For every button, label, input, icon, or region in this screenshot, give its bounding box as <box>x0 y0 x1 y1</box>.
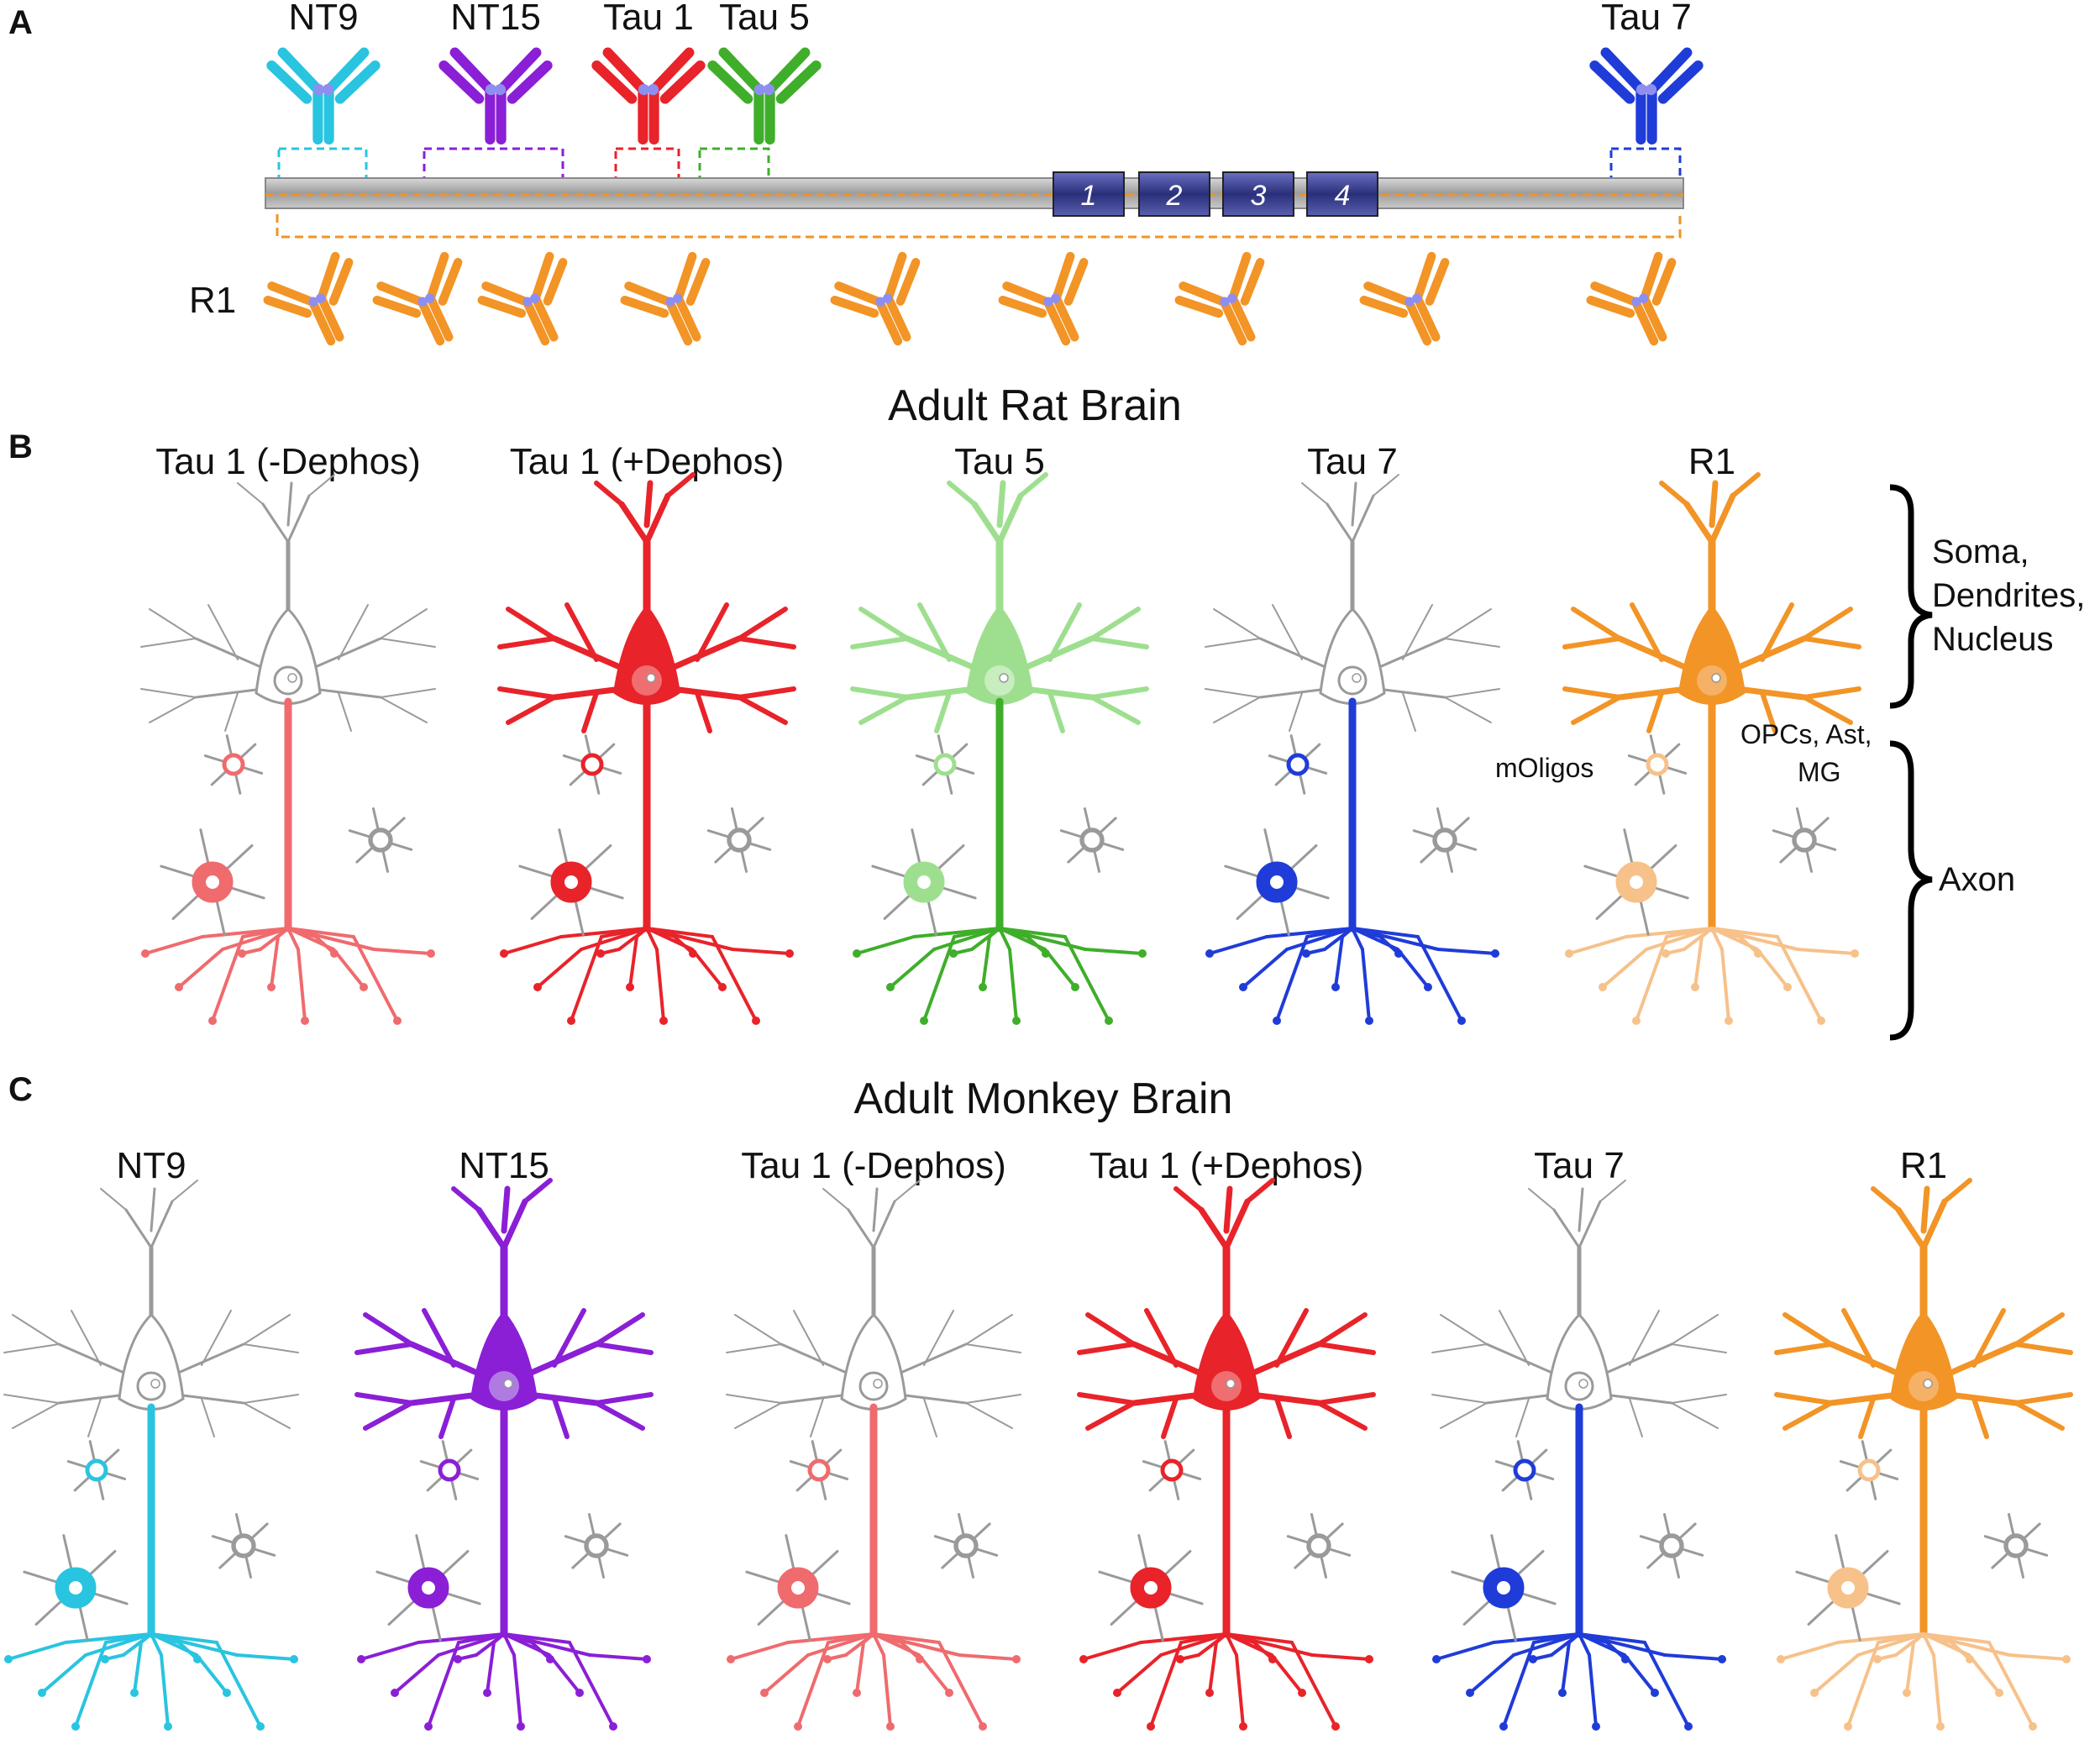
monkey-neuron-label: Tau 1 (+Dephos) <box>1089 1145 1364 1186</box>
panel-b-rat-neurons: Tau 1 (-Dephos) Tau 1 (+Dephos) Tau 5 Tau 7… <box>140 441 1861 1025</box>
r1-antibody-row <box>263 251 1677 346</box>
axon-brace-icon <box>1889 740 1933 1041</box>
rat-neuron-label: Tau 1 (-Dephos) <box>155 441 420 482</box>
monkey-neuron-tau1_neg <box>726 1180 1021 1731</box>
monkey-neuron-nt9 <box>3 1180 299 1731</box>
rat-neuron-label: Tau 1 (+Dephos) <box>510 441 785 482</box>
rat-neuron-label: R1 <box>1688 441 1735 482</box>
rat-neuron-tau7 <box>1205 474 1500 1025</box>
repeat-label-3: 3 <box>1251 180 1267 212</box>
monkey-neuron-r1 <box>1774 1178 2073 1731</box>
microtubule-binding-repeats: 1 2 3 4 <box>1053 171 1378 217</box>
r1-antibody-icon <box>263 251 354 346</box>
monkey-neuron-nt15 <box>354 1178 654 1731</box>
rat-neuron-label: Tau 5 <box>954 441 1045 482</box>
brace-soma-label: Soma, <box>1932 533 2029 570</box>
r1-antibody-icon <box>1359 251 1450 346</box>
antibody-label-nt9: NT9 <box>288 0 358 38</box>
epitope-box-tau7 <box>1609 147 1682 181</box>
rat-neuron-tau1_pos <box>497 472 796 1025</box>
repeat-box-4 <box>1306 171 1378 217</box>
mg-label: MG <box>1798 757 1841 787</box>
monkey-neuron-label: Tau 7 <box>1534 1145 1625 1186</box>
tau-protein-bar <box>265 177 1684 209</box>
r1-epitope-bracket <box>276 214 1682 239</box>
r1-antibody-icon <box>998 251 1089 346</box>
antibody-labels: NT9 NT15 Tau 1 Tau 5 Tau 7 <box>288 0 1691 38</box>
epitope-box-nt15 <box>423 147 564 181</box>
axon-brace: Axon <box>1889 740 2015 1041</box>
monkey-neuron-label: Tau 1 (-Dephos) <box>741 1145 1005 1186</box>
panel-c-letter: C <box>8 1071 33 1108</box>
r1-antibody-icon <box>477 251 568 346</box>
antibody-label-tau7: Tau 7 <box>1601 0 1692 38</box>
epitope-box-tau1 <box>614 147 680 181</box>
brace-dendrites-label: Dendrites, <box>1932 577 2085 614</box>
panel-a-letter: A <box>8 4 33 41</box>
r1-antibody-icon <box>1586 251 1677 346</box>
rat-neuron-r1 <box>1562 472 1861 1025</box>
monkey-neuron-label: NT15 <box>459 1145 549 1186</box>
antibody-icons <box>266 47 1704 145</box>
r1-antibody-icon <box>620 251 711 346</box>
monkey-neuron-tau7 <box>1431 1180 1727 1731</box>
antibody-label-tau1: Tau 1 <box>603 0 694 38</box>
repeat-box-1 <box>1053 171 1125 217</box>
repeat-box-2 <box>1138 171 1210 217</box>
soma-brace-icon <box>1889 484 1933 709</box>
repeat-label-2: 2 <box>1166 180 1183 212</box>
brace-axon-label: Axon <box>1939 861 2015 898</box>
monkey-neuron-label: NT9 <box>116 1145 186 1186</box>
epitope-box-tau5 <box>698 147 770 181</box>
repeat-label-1: 1 <box>1081 180 1097 212</box>
brace-nucleus-label: Nucleus <box>1932 621 2054 658</box>
rat-neuron-label: Tau 7 <box>1307 441 1398 482</box>
repeat-label-4: 4 <box>1335 180 1351 212</box>
panel-c-monkey-neurons: NT9 NT15 Tau 1 (-Dephos) Tau 1 (+Dephos) Tau… <box>3 1145 2073 1731</box>
antibody-tau7-icon <box>1589 47 1704 145</box>
repeat-box-3 <box>1222 171 1294 217</box>
rat-neuron-tau5 <box>850 472 1149 1025</box>
soma-dendrites-brace: Soma, Dendrites, Nucleus <box>1889 484 2085 709</box>
monkey-neuron-label: R1 <box>1900 1145 1947 1186</box>
antibody-tau1-icon <box>591 47 706 145</box>
monkey-neuron-tau1_pos <box>1077 1178 1376 1731</box>
epitope-boxes <box>277 147 1682 181</box>
r1-antibody-icon <box>1174 251 1265 346</box>
panel-b-title: Adult Rat Brain <box>888 381 1182 430</box>
antibody-tau5-icon <box>707 47 822 145</box>
r1-antibody-label: R1 <box>189 280 236 321</box>
antibody-nt15-icon <box>438 47 553 145</box>
antibody-label-tau5: Tau 5 <box>719 0 810 38</box>
r1-antibody-icon <box>830 251 921 346</box>
moligos-label: mOligos <box>1495 753 1593 783</box>
antibody-nt9-icon <box>266 47 381 145</box>
epitope-box-nt9 <box>277 147 368 181</box>
rat-neuron-tau1_neg <box>140 474 436 1025</box>
panel-b-letter: B <box>8 428 33 465</box>
panel-a-tau-protein-map: NT9 NT15 Tau 1 Tau 5 Tau 7 1 2 3 4 R1 <box>189 0 1704 346</box>
r1-antibody-icon <box>372 251 463 346</box>
opcs-label: OPCs, Ast, <box>1740 719 1872 749</box>
panel-c-title: Adult Monkey Brain <box>854 1075 1233 1123</box>
antibody-label-nt15: NT15 <box>450 0 541 38</box>
